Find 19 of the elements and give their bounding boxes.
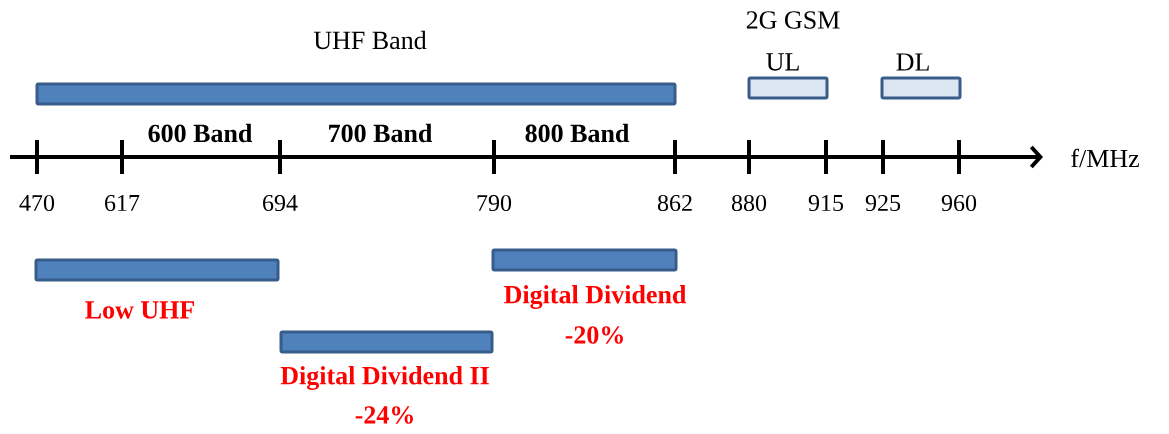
- band-label: -24%: [355, 406, 413, 424]
- group-label: 2G GSM: [746, 11, 840, 29]
- band-label: DL: [896, 53, 929, 71]
- band-label: Digital Dividend II: [280, 366, 489, 390]
- tick-label: 925: [865, 194, 901, 212]
- tick-label: 915: [808, 194, 844, 212]
- tick-label: 694: [263, 194, 298, 212]
- tick-label: 470: [19, 194, 55, 212]
- band-label: UL: [766, 53, 799, 71]
- band-label: Low UHF: [85, 301, 194, 319]
- band-label: -20%: [565, 326, 623, 344]
- tick-label: 880: [731, 194, 767, 212]
- band-label: Digital Dividend: [504, 285, 687, 309]
- axis-unit-label: f/MHz: [1071, 148, 1139, 168]
- band-label: UHF Band: [313, 30, 427, 50]
- tick-label: 790: [477, 194, 512, 212]
- tick-label: 862: [657, 194, 692, 212]
- tick-label: 617: [105, 194, 140, 212]
- tick-label: 960: [941, 194, 977, 212]
